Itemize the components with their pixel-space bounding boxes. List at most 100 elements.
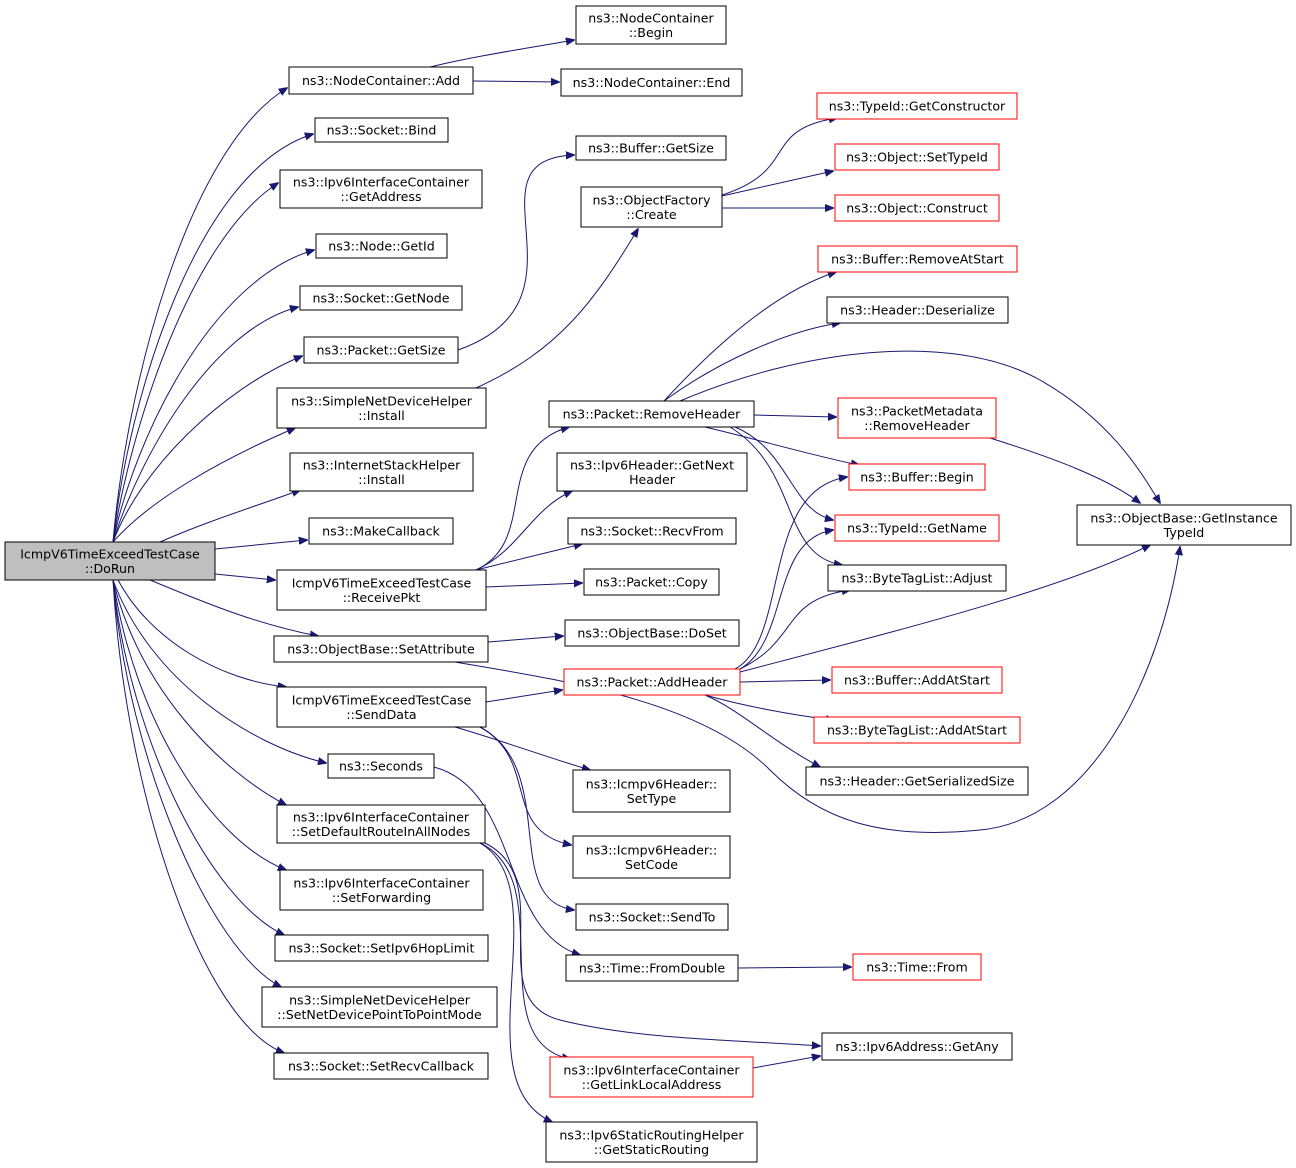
node-box[interactable]	[852, 953, 982, 981]
node-makecallback[interactable]: ns3::MakeCallback	[308, 517, 454, 545]
node-sndh_setp2p[interactable]: ns3::SimpleNetDeviceHelper::SetNetDevice…	[261, 986, 498, 1028]
node-ipv6srh_getstatic[interactable]: ns3::Ipv6StaticRoutingHelper::GetStaticR…	[545, 1121, 758, 1163]
node-box[interactable]	[549, 1056, 754, 1098]
node-box[interactable]	[837, 397, 997, 439]
node-sock_sendto[interactable]: ns3::Socket::SendTo	[575, 903, 729, 931]
node-box[interactable]	[289, 452, 474, 492]
node-obj_construct[interactable]: ns3::Object::Construct	[834, 194, 1000, 222]
node-box[interactable]	[276, 387, 487, 429]
node-box[interactable]	[327, 753, 435, 779]
node-nc_add[interactable]: ns3::NodeContainer::Add	[288, 66, 474, 95]
node-box[interactable]	[834, 143, 1000, 171]
node-senddata[interactable]: IcmpV6TimeExceedTestCase::SendData	[276, 686, 487, 728]
node-box[interactable]	[834, 194, 1000, 222]
node-pkt_removeheader[interactable]: ns3::Packet::RemoveHeader	[548, 400, 755, 428]
node-box[interactable]	[288, 66, 474, 95]
node-of_create[interactable]: ns3::ObjectFactory::Create	[580, 186, 723, 228]
node-buf_getsize[interactable]: ns3::Buffer::GetSize	[575, 135, 727, 161]
node-icmpv6h_setcode[interactable]: ns3::Icmpv6Header::SetCode	[572, 835, 731, 879]
node-box[interactable]	[567, 517, 737, 545]
node-box[interactable]	[563, 668, 741, 696]
node-box[interactable]	[545, 1121, 758, 1163]
node-box[interactable]	[575, 903, 729, 931]
node-ob_doset[interactable]: ns3::ObjectBase::DoSet	[564, 619, 740, 647]
node-time_fromdouble[interactable]: ns3::Time::FromDouble	[565, 954, 739, 982]
node-box[interactable]	[831, 666, 1003, 694]
node-pkt_copy[interactable]: ns3::Packet::Copy	[583, 568, 720, 596]
node-box[interactable]	[276, 569, 487, 611]
node-box[interactable]	[564, 619, 740, 647]
node-ipv6ic_getlinklocal[interactable]: ns3::Ipv6InterfaceContainer::GetLinkLoca…	[549, 1056, 754, 1098]
node-ipv6ic_setfwd[interactable]: ns3::Ipv6InterfaceContainer::SetForwardi…	[279, 869, 484, 911]
node-box[interactable]	[274, 934, 489, 962]
node-tid_getctor[interactable]: ns3::TypeId::GetConstructor	[816, 92, 1018, 120]
node-box[interactable]	[273, 635, 489, 663]
node-box[interactable]	[575, 5, 727, 45]
node-box[interactable]	[817, 245, 1018, 273]
node-sock_setrecvcb[interactable]: ns3::Socket::SetRecvCallback	[273, 1052, 489, 1080]
node-box[interactable]	[848, 463, 986, 491]
node-box[interactable]	[279, 169, 483, 209]
node-hdr_deserialize[interactable]: ns3::Header::Deserialize	[826, 296, 1009, 324]
node-pkt_getsize[interactable]: ns3::Packet::GetSize	[303, 336, 459, 364]
node-box[interactable]	[315, 233, 448, 259]
node-box[interactable]	[575, 135, 727, 161]
node-sock_sethoplimit[interactable]: ns3::Socket::SetIpv6HopLimit	[274, 934, 489, 962]
node-buf_begin[interactable]: ns3::Buffer::Begin	[848, 463, 986, 491]
node-box[interactable]	[308, 517, 454, 545]
node-box[interactable]	[276, 686, 487, 728]
node-dorun[interactable]: IcmpV6TimeExceedTestCase::DoRun	[4, 541, 216, 581]
node-buf_addatstart[interactable]: ns3::Buffer::AddAtStart	[831, 666, 1003, 694]
node-ish_install[interactable]: ns3::InternetStackHelper::Install	[289, 452, 474, 492]
node-box[interactable]	[816, 92, 1018, 120]
node-obj_settypeid[interactable]: ns3::Object::SetTypeId	[834, 143, 1000, 171]
node-box[interactable]	[314, 117, 449, 143]
node-nc_begin[interactable]: ns3::NodeContainer::Begin	[575, 5, 727, 45]
node-box[interactable]	[572, 835, 731, 879]
node-box[interactable]	[834, 514, 1000, 542]
node-box[interactable]	[299, 285, 463, 311]
node-sndh_install[interactable]: ns3::SimpleNetDeviceHelper::Install	[276, 387, 487, 429]
node-ob_setattribute[interactable]: ns3::ObjectBase::SetAttribute	[273, 635, 489, 663]
node-box[interactable]	[821, 1032, 1013, 1061]
node-box[interactable]	[583, 568, 720, 596]
node-time_from[interactable]: ns3::Time::From	[852, 953, 982, 981]
node-box[interactable]	[4, 541, 216, 581]
node-box[interactable]	[556, 452, 748, 492]
node-sock_getnode[interactable]: ns3::Socket::GetNode	[299, 285, 463, 311]
node-btl_addatstart[interactable]: ns3::ByteTagList::AddAtStart	[813, 716, 1021, 744]
node-box[interactable]	[303, 336, 459, 364]
node-box[interactable]	[805, 766, 1029, 796]
node-btl_adjust[interactable]: ns3::ByteTagList::Adjust	[827, 564, 1007, 592]
node-ipv6ic_setdefroute[interactable]: ns3::Ipv6InterfaceContainer::SetDefaultR…	[276, 804, 486, 844]
node-sock_bind[interactable]: ns3::Socket::Bind	[314, 117, 449, 143]
node-nc_end[interactable]: ns3::NodeContainer::End	[560, 68, 743, 97]
node-box[interactable]	[813, 716, 1021, 744]
node-sock_recvfrom[interactable]: ns3::Socket::RecvFrom	[567, 517, 737, 545]
node-box[interactable]	[827, 564, 1007, 592]
node-node_getid[interactable]: ns3::Node::GetId	[315, 233, 448, 259]
node-ipv6ic_getaddr[interactable]: ns3::Ipv6InterfaceContainer::GetAddress	[279, 169, 483, 209]
node-box[interactable]	[572, 769, 731, 813]
node-pm_removeheader[interactable]: ns3::PacketMetadata::RemoveHeader	[837, 397, 997, 439]
node-box[interactable]	[565, 954, 739, 982]
node-receivepkt[interactable]: IcmpV6TimeExceedTestCase::ReceivePkt	[276, 569, 487, 611]
node-box[interactable]	[279, 869, 484, 911]
node-box[interactable]	[273, 1052, 489, 1080]
node-buf_removeatstart[interactable]: ns3::Buffer::RemoveAtStart	[817, 245, 1018, 273]
node-ipv6addr_getany[interactable]: ns3::Ipv6Address::GetAny	[821, 1032, 1013, 1061]
node-box[interactable]	[1076, 504, 1292, 546]
node-seconds[interactable]: ns3::Seconds	[327, 753, 435, 779]
node-box[interactable]	[826, 296, 1009, 324]
node-box[interactable]	[560, 68, 743, 97]
node-icmpv6h_settype[interactable]: ns3::Icmpv6Header::SetType	[572, 769, 731, 813]
node-hdr_getserializedsize[interactable]: ns3::Header::GetSerializedSize	[805, 766, 1029, 796]
node-box[interactable]	[580, 186, 723, 228]
node-box[interactable]	[276, 804, 486, 844]
node-box[interactable]	[261, 986, 498, 1028]
node-box[interactable]	[548, 400, 755, 428]
node-pkt_addheader[interactable]: ns3::Packet::AddHeader	[563, 668, 741, 696]
node-tid_getname[interactable]: ns3::TypeId::GetName	[834, 514, 1000, 542]
